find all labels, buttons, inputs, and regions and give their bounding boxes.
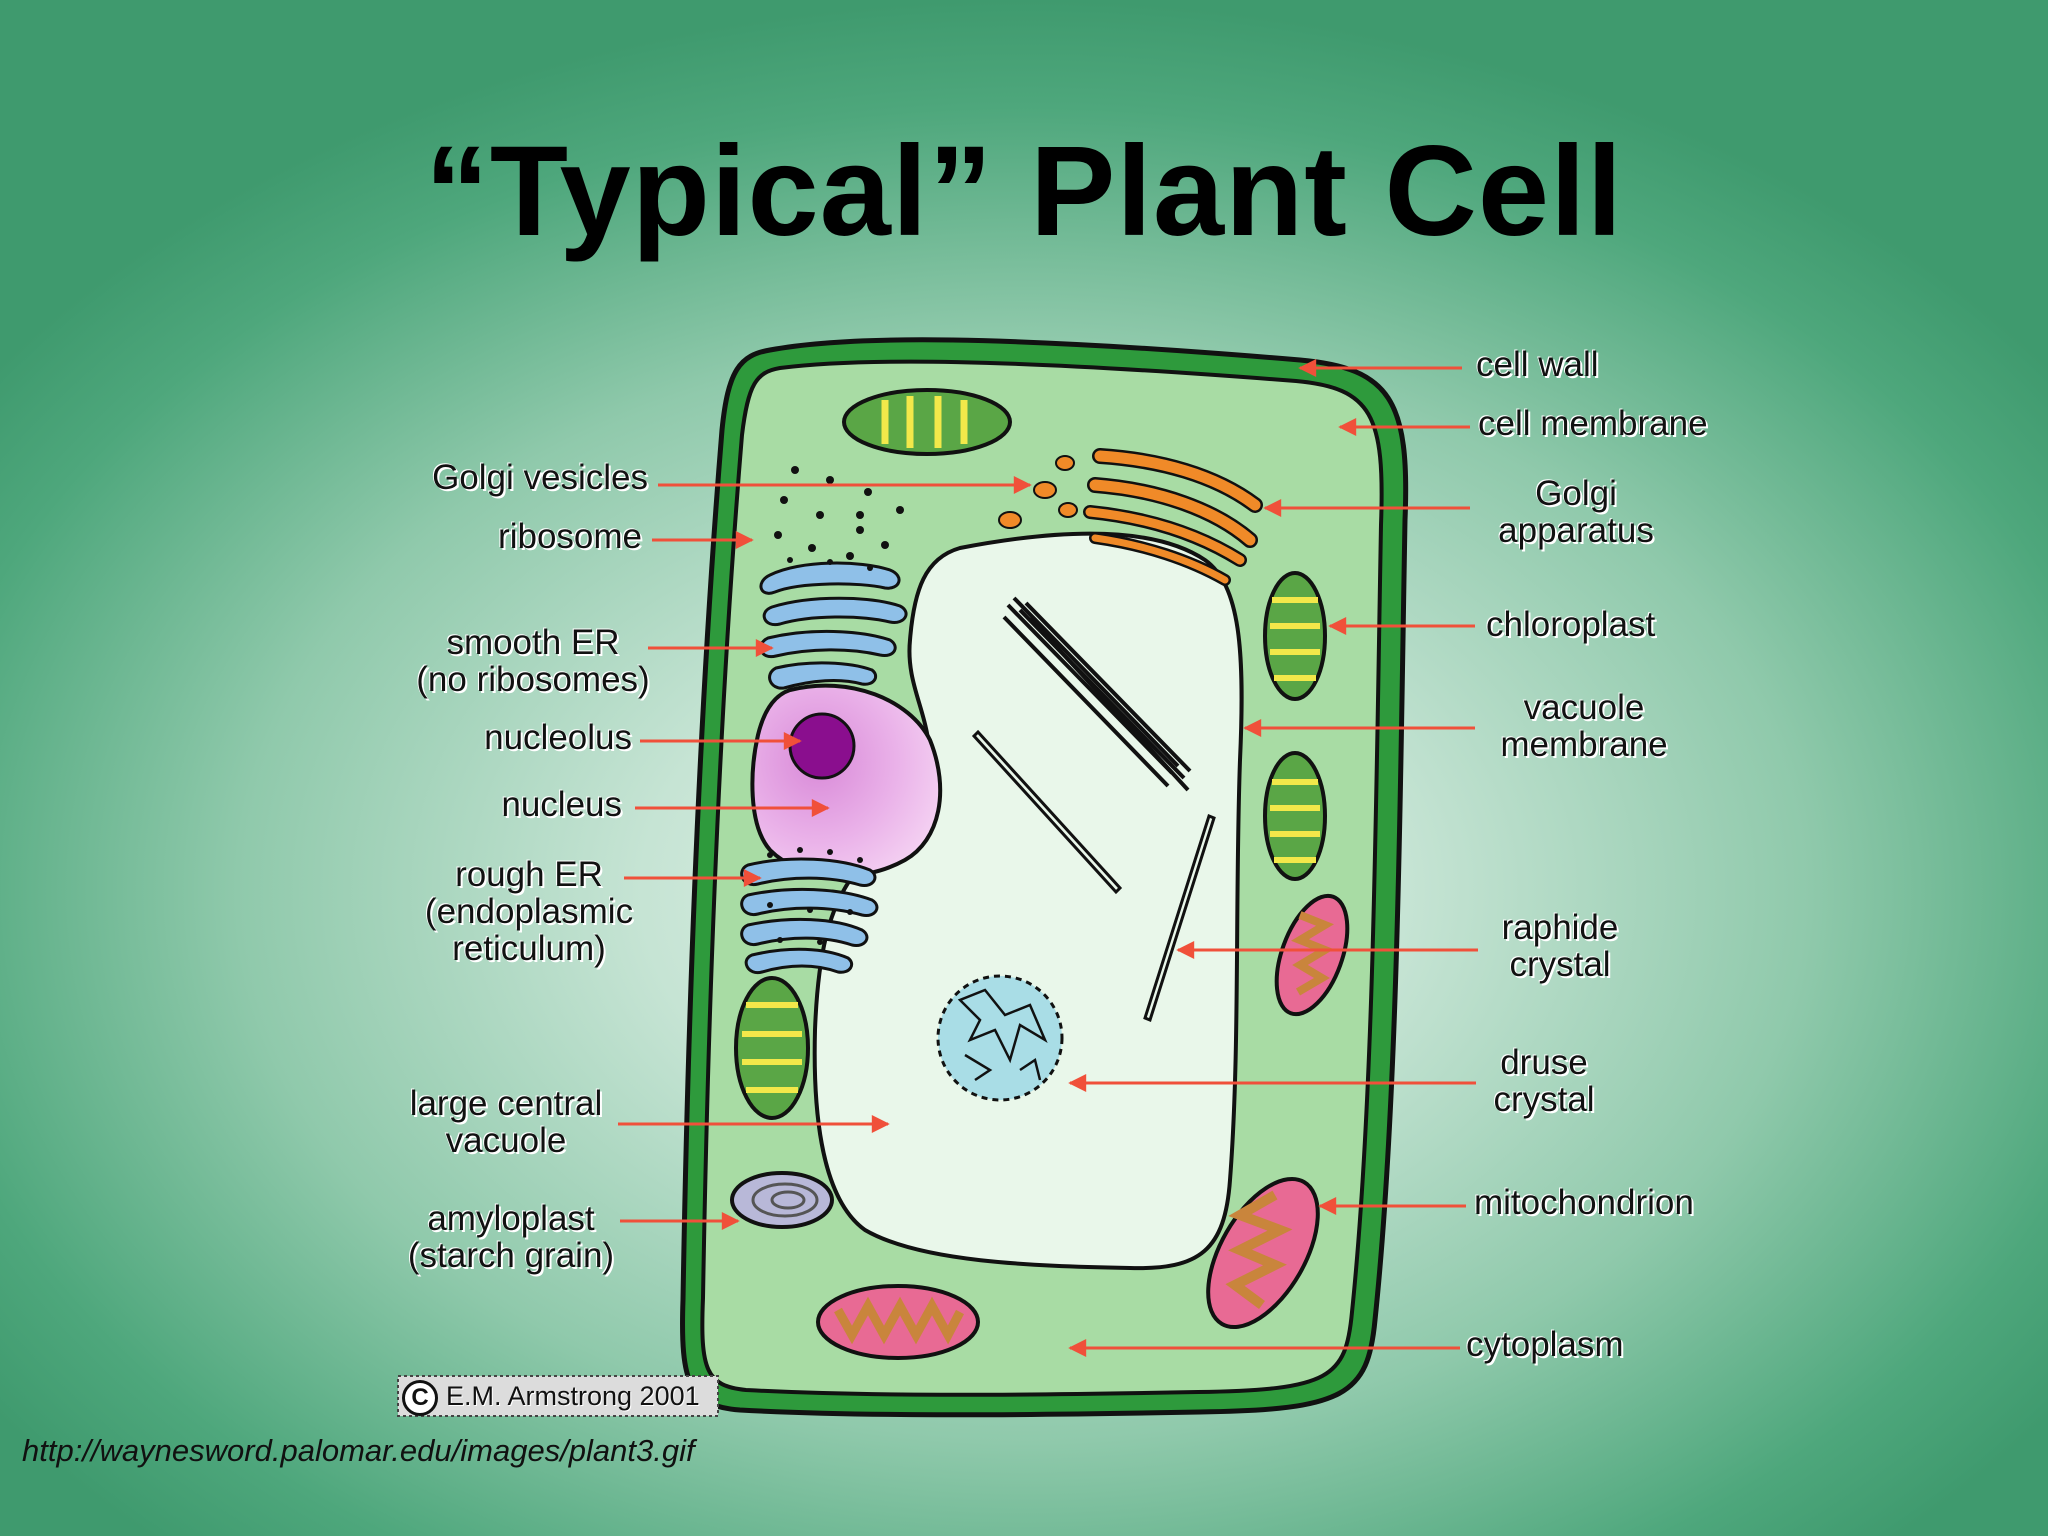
label-raphide-crystal: raphide crystal	[1480, 909, 1640, 983]
ribosomes	[767, 466, 904, 945]
label-rough-er-line3: reticulum)	[452, 929, 606, 969]
chloroplast-right-upper	[1263, 571, 1327, 701]
chloroplast-left	[734, 976, 810, 1120]
label-raphide-crystal-line2: crystal	[1509, 945, 1611, 985]
label-nucleolus: nucleolus	[484, 718, 632, 757]
raphide-bundle	[1002, 596, 1192, 792]
label-vacuole-membrane-line2: membrane	[1500, 725, 1668, 765]
label-vacuole-membrane-line1: vacuole	[1523, 688, 1645, 727]
label-smooth-er: smooth ER (no ribosomes)	[388, 624, 678, 698]
label-cytoplasm: cytoplasm	[1466, 1325, 1624, 1364]
page-title: “Typical” Plant Cell	[424, 120, 1624, 263]
chloroplast-top	[842, 388, 1012, 456]
label-rough-er: rough ER (endoplasmic reticulum)	[394, 856, 664, 967]
druse-crystal	[936, 974, 1064, 1102]
amyloplast	[730, 1171, 834, 1229]
label-smooth-er-line2: (no ribosomes)	[416, 660, 650, 700]
label-vacuole-membrane: vacuole membrane	[1484, 689, 1684, 763]
label-large-central-vacuole: large central vacuole	[378, 1085, 634, 1159]
raphide-crystal-single	[971, 729, 1216, 1022]
golgi-vesicles	[998, 455, 1078, 529]
label-golgi-apparatus: Golgi apparatus	[1474, 475, 1678, 549]
label-large-central-vacuole-line2: vacuole	[445, 1121, 567, 1161]
copyright-icon: C	[402, 1380, 438, 1416]
source-url[interactable]: http://waynesword.palomar.edu/images/pla…	[22, 1433, 695, 1468]
label-amyloplast-line2: (starch grain)	[407, 1236, 615, 1276]
smooth-er	[759, 561, 908, 690]
copyright-box	[397, 1375, 719, 1417]
label-raphide-crystal-line1: raphide	[1501, 908, 1619, 947]
chloroplast-right-lower	[1263, 751, 1327, 881]
label-cell-membrane: cell membrane	[1478, 404, 1708, 443]
mitochondrion-lower-right	[1206, 1176, 1320, 1330]
label-nucleus: nucleus	[501, 785, 622, 824]
label-golgi-vesicles: Golgi vesicles	[432, 458, 648, 497]
label-druse-crystal-line1: druse	[1500, 1043, 1588, 1082]
label-mitochondrion: mitochondrion	[1474, 1183, 1694, 1222]
label-smooth-er-line1: smooth ER	[446, 623, 620, 662]
nucleolus	[788, 712, 856, 780]
label-ribosome: ribosome	[498, 517, 642, 556]
nucleus	[750, 683, 943, 878]
label-cell-wall: cell wall	[1476, 345, 1599, 384]
copyright-notice: C E.M. Armstrong 2001	[402, 1380, 700, 1416]
label-large-central-vacuole-line1: large central	[409, 1084, 603, 1123]
mitochondrion-right	[1274, 893, 1350, 1017]
golgi-apparatus	[1083, 448, 1263, 586]
mitochondrion-bottom	[816, 1284, 980, 1360]
rough-er	[740, 857, 879, 975]
label-rough-er-line1: rough ER	[455, 855, 603, 894]
copyright-text: E.M. Armstrong 2001	[446, 1381, 700, 1411]
label-golgi-apparatus-line1: Golgi	[1535, 474, 1617, 513]
label-druse-crystal-line2: crystal	[1493, 1080, 1595, 1120]
pointer-arrows	[618, 359, 1478, 1357]
label-rough-er-line2: (endoplasmic	[424, 892, 634, 932]
label-druse-crystal: druse crystal	[1474, 1044, 1614, 1118]
label-amyloplast-line1: amyloplast	[427, 1199, 595, 1238]
label-chloroplast: chloroplast	[1486, 605, 1656, 644]
label-golgi-apparatus-line2: apparatus	[1498, 511, 1654, 551]
label-amyloplast: amyloplast (starch grain)	[386, 1200, 636, 1274]
